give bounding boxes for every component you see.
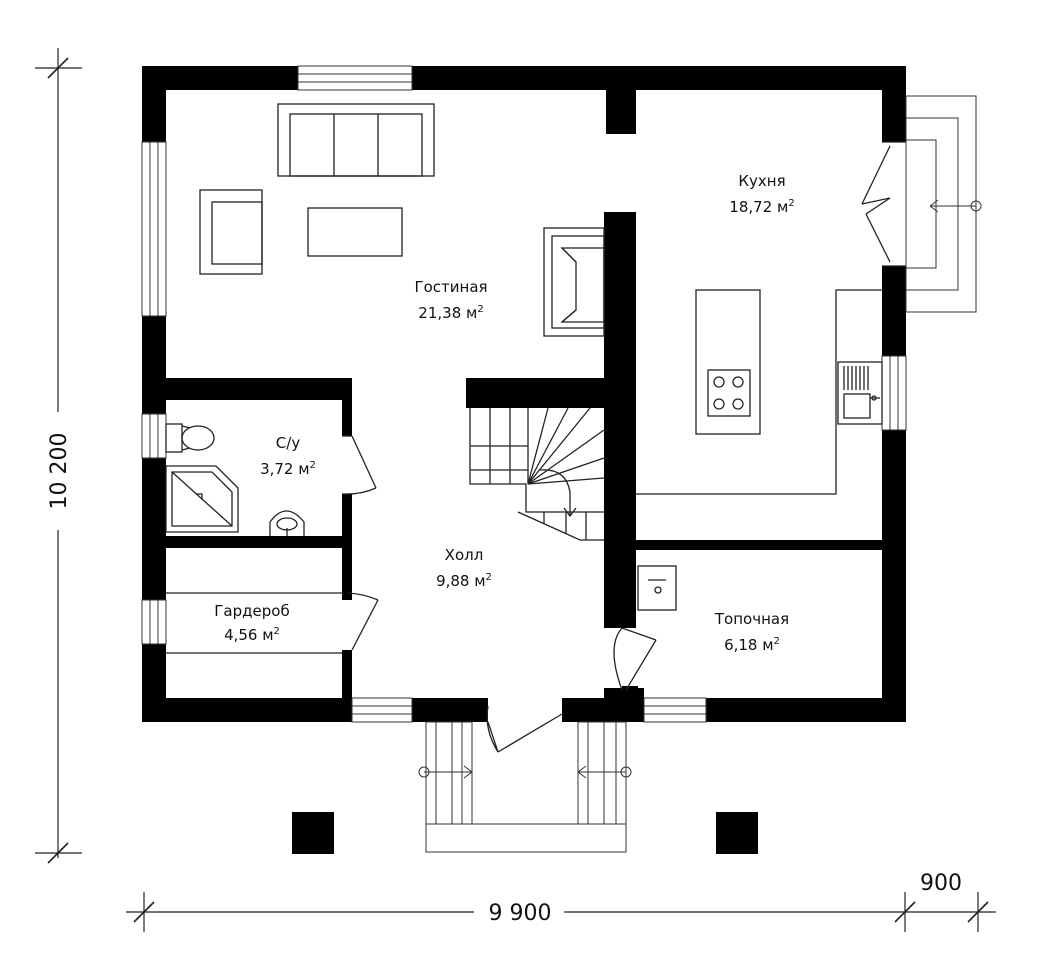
room-hall-area-line: 9,88 м2	[436, 572, 492, 590]
doors	[166, 141, 906, 753]
room-boiler-area: 6,18 м	[724, 636, 773, 654]
room-boiler-area-line: 6,18 м2	[724, 636, 780, 654]
room-wardrobe-name: Гардероб	[214, 602, 289, 620]
room-boiler: Топочная 6,18 м2	[714, 610, 789, 654]
dimension-height: 10 200	[47, 433, 72, 510]
wall-boiler-door-post-2	[622, 686, 638, 698]
wall-bath-bottom	[166, 536, 352, 548]
room-living-sup: 2	[477, 304, 483, 315]
sofa	[277, 103, 435, 177]
wall-right-1	[882, 66, 906, 142]
dimension-lines: 9 900 900 10 200	[35, 48, 996, 932]
porch-column-right	[716, 812, 758, 854]
room-labels: Гостиная 21,38 м2 Кухня 18,72 м2 С/у 3,7…	[214, 172, 794, 654]
window-top	[297, 65, 413, 91]
wall-right-2	[882, 266, 906, 356]
room-living-area-line: 21,38 м2	[418, 304, 483, 322]
wall-wardrobe-right	[342, 650, 352, 698]
door-kitchen-balcony	[861, 141, 906, 267]
armchair	[199, 189, 263, 275]
wall-kitchen-divider-lower	[604, 340, 636, 628]
wall-bath-top	[166, 378, 352, 400]
room-hall: Холл 9,88 м2	[436, 546, 492, 590]
window-left-bath	[141, 413, 167, 459]
room-wardrobe-sup: 2	[274, 626, 280, 637]
wall-bottom-1	[142, 698, 352, 722]
room-bath: С/у 3,72 м2	[260, 434, 316, 478]
kitchen-counter	[636, 289, 882, 495]
boiler-icon	[637, 565, 677, 611]
door-entrance	[486, 705, 563, 753]
room-bath-sup: 2	[310, 460, 316, 471]
room-bath-area-line: 3,72 м2	[260, 460, 316, 478]
kitchen-sink-icon	[837, 361, 883, 425]
room-hall-sup: 2	[486, 572, 492, 583]
room-wardrobe: Гардероб 4,56 м2	[214, 602, 289, 644]
room-kitchen: Кухня 18,72 м2	[729, 172, 794, 216]
washbasin-icon	[269, 510, 305, 536]
entrance-porch	[418, 721, 632, 853]
room-wardrobe-area: 4,56 м	[224, 626, 273, 644]
wall-left-3	[142, 458, 166, 600]
toilet-icon	[165, 423, 215, 453]
door-wardrobe	[347, 592, 379, 651]
wall-right-3	[882, 430, 906, 722]
wall-boiler-top	[636, 540, 882, 550]
room-hall-area: 9,88 м	[436, 572, 485, 590]
porch-column-left	[292, 812, 334, 854]
wall-left-1	[142, 66, 166, 142]
room-living: Гостиная 21,38 м2	[414, 278, 487, 322]
door-boiler	[613, 627, 657, 691]
staircase	[469, 407, 605, 541]
room-living-area: 21,38 м	[418, 304, 477, 322]
kitchen-terrace	[905, 95, 982, 313]
window-bottom-boiler	[643, 697, 707, 723]
shower-icon	[165, 465, 239, 533]
room-kitchen-area: 18,72 м	[729, 198, 788, 216]
wall-bottom-3	[562, 698, 644, 722]
furniture	[165, 103, 883, 611]
room-kitchen-area-line: 18,72 м2	[729, 198, 794, 216]
wall-stair-top	[466, 378, 606, 408]
room-kitchen-name: Кухня	[738, 172, 785, 190]
room-hall-name: Холл	[445, 546, 484, 564]
kitchen-island	[695, 289, 761, 435]
coffee-table	[307, 207, 403, 257]
wall-top-left	[142, 66, 298, 90]
wall-kitchen-stub	[606, 90, 636, 134]
interior-walls	[166, 90, 882, 698]
window-right-kitchen	[881, 355, 907, 431]
room-bath-name: С/у	[276, 434, 301, 452]
window-left-living	[141, 141, 167, 317]
room-boiler-sup: 2	[774, 636, 780, 647]
exterior-walls	[142, 66, 906, 722]
room-boiler-name: Топочная	[714, 610, 789, 628]
dimension-extra: 900	[920, 871, 962, 896]
room-bath-area: 3,72 м	[260, 460, 309, 478]
wall-bottom-4	[706, 698, 906, 722]
wall-bath-right-upper	[342, 400, 352, 436]
room-kitchen-sup: 2	[788, 198, 794, 209]
window-bottom-hall	[351, 697, 413, 723]
window-left-wardrobe	[141, 599, 167, 645]
wall-left-2	[142, 316, 166, 414]
fireplace	[543, 227, 605, 337]
windows	[141, 65, 907, 723]
door-bath	[342, 435, 377, 495]
room-living-name: Гостиная	[414, 278, 487, 296]
dimension-width: 9 900	[489, 901, 552, 926]
wall-top-right	[412, 66, 906, 90]
room-wardrobe-area-line: 4,56 м2	[224, 626, 280, 644]
wall-kitchen-divider-upper	[604, 212, 636, 340]
wall-bottom-2	[412, 698, 488, 722]
